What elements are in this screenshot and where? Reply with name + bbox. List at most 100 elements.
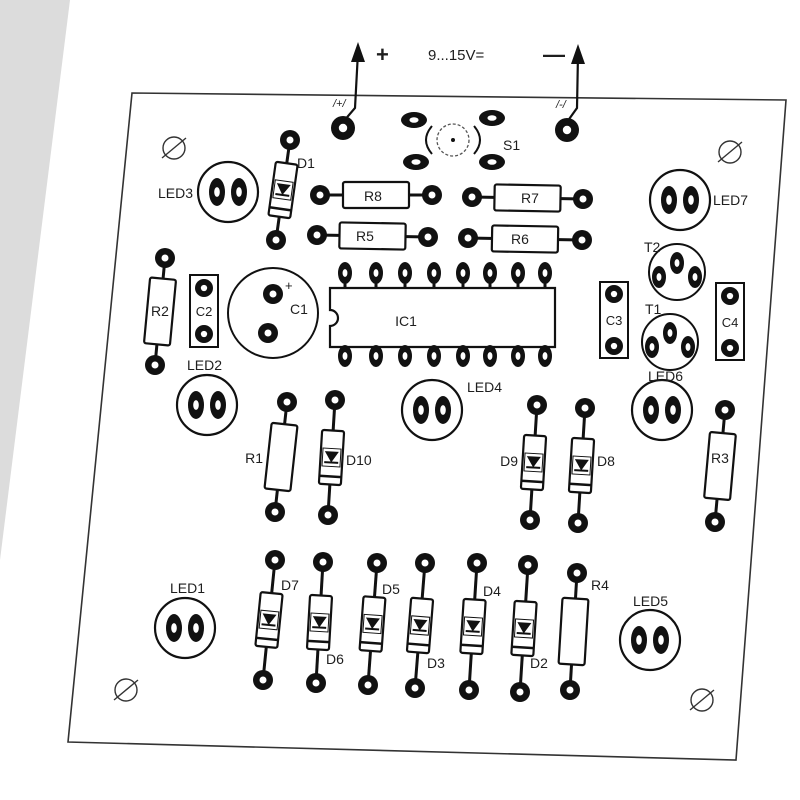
led-4-outline — [400, 378, 464, 442]
ic1-top-pin-3-hole — [402, 269, 408, 277]
mounting-hole-top-right-icon-slash — [717, 141, 743, 163]
diode-d10-body — [317, 428, 346, 487]
negative-terminal-label: /-/ — [555, 99, 567, 111]
diode-d6-body — [305, 593, 334, 652]
diode-d9-pad-1-hole — [533, 401, 541, 409]
led-1-pad-1-hole — [171, 623, 177, 633]
diode-d6-pad-2-hole — [312, 679, 320, 687]
resistor-r8-pad-2-hole — [428, 191, 436, 199]
resistor-r2-outline — [143, 276, 177, 347]
capacitor-c1 — [227, 267, 319, 359]
diode-d9 — [519, 395, 548, 530]
resistor-r5-outline — [338, 221, 407, 251]
diode-d7-body — [254, 591, 284, 649]
resistor-r7-pad-1-hole — [468, 193, 476, 201]
diode-d10-symbol-box — [321, 447, 342, 468]
mounting-hole-top-left-icon — [161, 136, 187, 160]
led-3-pad-1-hole — [214, 187, 220, 197]
negative-terminal-pad-hole — [562, 125, 572, 135]
diode-d4-body — [459, 597, 487, 656]
diode-d4-pad-1-hole — [473, 559, 481, 567]
diode-d2-pad-1-hole — [524, 561, 532, 569]
transistor-t1 — [641, 313, 699, 371]
ic1-top-pin-5-hole — [460, 269, 466, 277]
resistor-r2 — [143, 248, 177, 375]
label-d2: D2 — [530, 655, 548, 671]
resistor-r4-body — [557, 596, 590, 667]
diode-d2-body — [510, 599, 538, 658]
diode-d4-symbol-bar — [465, 630, 480, 633]
label-led6: LED6 — [648, 368, 683, 384]
capacitor-c3 — [599, 281, 629, 359]
label-led3: LED3 — [158, 185, 193, 201]
mounting-hole-bottom-right-icon-slash — [689, 689, 715, 711]
diode-d7 — [253, 550, 285, 690]
label-d8: D8 — [597, 453, 615, 469]
label-c1: C1 — [290, 301, 308, 317]
diode-d9-symbol-triangle — [526, 456, 541, 468]
ic1-bottom-pin-7-hole — [515, 352, 521, 360]
diode-d9-body — [519, 433, 548, 492]
resistor-r5 — [307, 221, 438, 251]
resistor-r5-body — [338, 221, 407, 251]
resistor-r5-pad-1-hole — [313, 231, 321, 239]
led-7-outline — [648, 168, 712, 232]
capacitor-c4-pad-1-hole — [726, 292, 734, 300]
label-r1: R1 — [245, 450, 263, 466]
diode-d2-symbol-box — [513, 618, 535, 639]
transistor-t2 — [648, 243, 706, 301]
led-5-outline — [618, 608, 682, 672]
resistor-r7-pad-2-hole — [579, 195, 587, 203]
positive-terminal-label: /+/ — [332, 98, 346, 110]
diode-d5-symbol-triangle — [365, 617, 380, 629]
resistor-r3-pad-2-hole — [711, 518, 719, 526]
led-6-pad-2-hole — [670, 405, 676, 415]
led-6-pad-1-hole — [648, 405, 654, 415]
c1-pad-1-hole — [269, 290, 277, 298]
diode-d2-cathode-band — [511, 645, 534, 650]
minus-sign-label: — — [543, 42, 565, 67]
label-d6: D6 — [326, 651, 344, 667]
diode-d1-body — [267, 160, 299, 220]
resistor-r1 — [263, 392, 299, 522]
diode-d7-pad-1-hole — [271, 556, 279, 564]
s1-button-center — [451, 138, 455, 142]
capacitor-c3-pad-2-hole — [610, 342, 618, 350]
ic1-top-pin-4-hole — [431, 269, 437, 277]
led-5-pad-1-hole — [636, 635, 642, 645]
mounting-hole-bottom-left-icon — [113, 678, 139, 702]
resistor-r1-body — [263, 421, 299, 493]
ic1-bottom-pin-2-hole — [373, 352, 379, 360]
s1-pad-3-hole — [411, 159, 421, 165]
diode-d10-symbol-triangle — [324, 451, 339, 463]
diode-d8-symbol-box — [571, 455, 592, 476]
board-outline — [67, 92, 787, 761]
ic1-bottom-pin-5-hole — [460, 352, 466, 360]
negative-arrow-head-icon — [571, 44, 585, 64]
label-d4: D4 — [483, 583, 501, 599]
led-4-pad-1-hole — [418, 405, 424, 415]
label-ic1: IC1 — [395, 313, 417, 329]
label-r5: R5 — [356, 228, 374, 244]
resistor-r6-pad-1-hole — [464, 234, 472, 242]
ic1-top-pin-8-hole — [542, 269, 548, 277]
resistor-r3-pad-1-hole — [721, 406, 729, 414]
resistor-r6-pad-2-hole — [578, 236, 586, 244]
led-6 — [630, 378, 694, 442]
resistor-r1-pad-1-hole — [283, 398, 291, 406]
diode-d3-cathode-band — [407, 642, 430, 647]
diode-d1-symbol-bar — [275, 192, 290, 197]
mounting-hole-top-right-icon — [717, 140, 743, 164]
capacitor-c3-pad-1-hole — [610, 290, 618, 298]
mounting-hole-bottom-left-icon-circle — [114, 678, 138, 702]
resistor-r1-pad-2-hole — [271, 508, 279, 516]
diode-d6-symbol-box — [309, 612, 330, 633]
diode-d10-cathode-band — [319, 474, 342, 479]
voltage-label: 9...15V= — [428, 47, 485, 64]
diode-d6 — [305, 552, 334, 693]
diode-d1 — [266, 130, 300, 250]
negative-arrow-line — [566, 53, 580, 123]
label-d3: D3 — [427, 655, 445, 671]
ic1-bottom-pin-3-hole — [402, 352, 408, 360]
diode-d5-symbol-box — [362, 613, 383, 635]
